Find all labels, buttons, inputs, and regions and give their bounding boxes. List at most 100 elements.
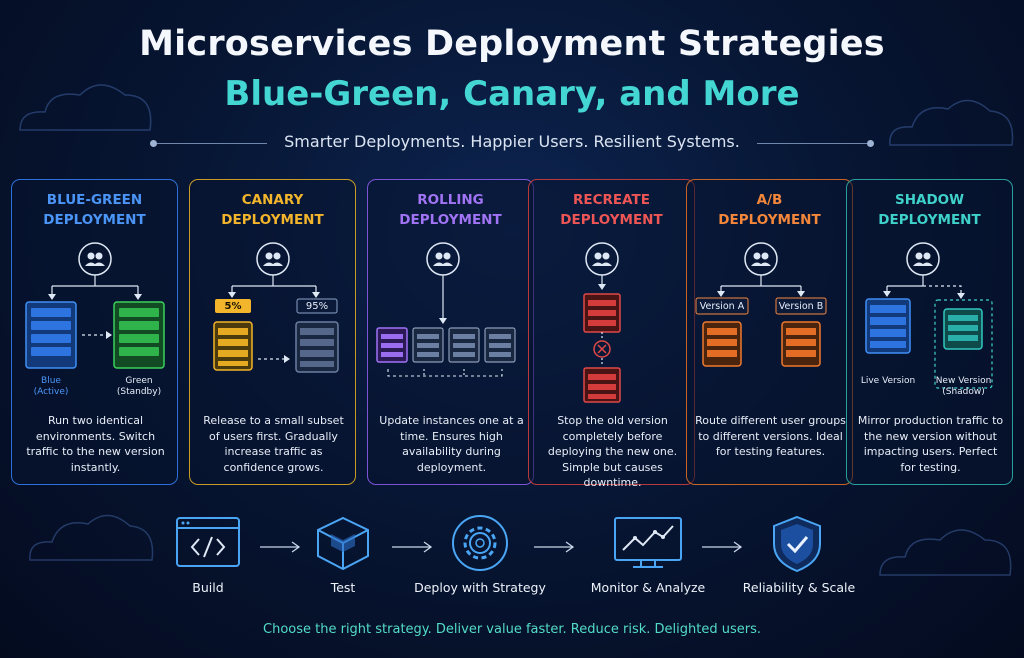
live-version-label: Live Version — [860, 376, 916, 386]
version-a-tag — [695, 297, 749, 315]
server-instance — [412, 327, 444, 363]
card-title-line: CANARY — [241, 192, 304, 208]
card-title: ROLLING DEPLOYMENT — [368, 190, 533, 230]
label-line: (Shadow) — [942, 387, 985, 397]
server-instance — [484, 327, 516, 363]
stable-server-icon — [295, 321, 339, 373]
monitor-chart-icon — [614, 517, 682, 568]
tagline-bar: Smarter Deployments. Happier Users. Resi… — [150, 130, 874, 156]
cloud-decoration — [29, 514, 154, 561]
shadow-diagram — [865, 242, 993, 389]
version-a-label: Version A — [699, 301, 745, 312]
card-description: Update instances one at a time. Ensures … — [379, 414, 524, 474]
card-title: CANARY DEPLOYMENT — [190, 190, 355, 230]
gear-icon — [452, 515, 508, 571]
divider-dot — [150, 140, 157, 147]
flow-step-label: Reliability & Scale — [742, 580, 856, 595]
shield-check-icon — [773, 515, 821, 573]
canary-percent-label: 5% — [224, 301, 242, 312]
old-server-icon — [583, 293, 621, 333]
label-line: (Standby) — [116, 387, 162, 397]
flow-arrow-icon — [260, 541, 301, 553]
divider-line — [757, 143, 867, 144]
card-title-line: ROLLING — [417, 192, 484, 208]
card-rolling: ROLLING DEPLOYMENT Update instances one … — [367, 179, 534, 485]
divider-line — [157, 143, 267, 144]
canary-95-badge — [296, 298, 338, 314]
card-title-line: DEPLOYMENT — [399, 212, 502, 228]
flow-arrow-icon — [702, 541, 743, 553]
users-icon — [585, 242, 619, 276]
ab-diagram — [695, 242, 827, 367]
server-instance-updated — [376, 327, 408, 363]
label-line: Green — [125, 376, 153, 386]
card-title-line: BLUE-GREEN — [46, 192, 143, 208]
tagline: Smarter Deployments. Happier Users. Resi… — [284, 132, 740, 151]
recreate-diagram — [583, 242, 621, 403]
card-title: RECREATE DEPLOYMENT — [529, 190, 694, 230]
green-server-icon — [113, 301, 165, 369]
cloud-decoration — [889, 99, 1014, 146]
code-window-icon — [176, 517, 240, 567]
label-line: Blue — [41, 376, 61, 386]
card-title-line: DEPLOYMENT — [560, 212, 663, 228]
flow-step-label: Monitor & Analyze — [590, 580, 706, 595]
card-description: Release to a small subset of users first… — [203, 414, 344, 474]
version-a-server-icon — [702, 321, 742, 367]
users-icon — [78, 242, 112, 276]
cube-icon — [317, 516, 369, 571]
new-server-icon — [583, 367, 621, 403]
footer-tagline: Choose the right strategy. Deliver value… — [263, 622, 761, 637]
users-icon — [744, 242, 778, 276]
card-canary: CANARY DEPLOYMENT 5% 95% Release to a sm… — [189, 179, 356, 485]
blue-label: Blue (Active) — [26, 376, 76, 398]
stable-percent-label: 95% — [305, 301, 329, 312]
canary-5-badge — [215, 299, 251, 313]
blue-green-diagram — [25, 242, 165, 369]
card-description: Route different user groups to different… — [695, 414, 846, 458]
cloud-decoration — [19, 84, 152, 131]
card-shadow: SHADOW DEPLOYMENT Live Version New Versi… — [846, 179, 1013, 485]
shadow-dashed-frame — [934, 299, 993, 389]
card-description: Stop the old version completely before d… — [547, 414, 678, 489]
flow-step-label: Deploy with Strategy — [414, 580, 546, 595]
card-description: Run two identical environments. Switch t… — [26, 414, 165, 474]
shadow-version-label: New Version (Shadow) — [935, 376, 992, 398]
card-title-line: DEPLOYMENT — [718, 212, 821, 228]
rolling-diagram — [376, 242, 516, 377]
divider-dot — [867, 140, 874, 147]
card-recreate: RECREATE DEPLOYMENT Stop the old version… — [528, 179, 695, 489]
page-title: Microservices Deployment Strategies — [139, 24, 885, 64]
card-title-line: A/B — [756, 192, 783, 208]
server-instance — [448, 327, 480, 363]
users-icon — [906, 242, 940, 276]
canary-diagram — [213, 242, 339, 373]
users-icon — [256, 242, 290, 276]
card-title-line: DEPLOYMENT — [43, 212, 146, 228]
flow-step-label: Build — [192, 580, 224, 595]
card-title: SHADOW DEPLOYMENT — [847, 190, 1012, 230]
card-title: A/B DEPLOYMENT — [687, 190, 852, 230]
stop-icon — [593, 340, 611, 358]
cloud-decoration — [879, 529, 1012, 576]
card-description: Mirror production traffic to the new ver… — [857, 414, 1004, 474]
card-title-line: DEPLOYMENT — [221, 212, 324, 228]
page-subtitle: Blue-Green, Canary, and More — [224, 74, 800, 114]
shadow-server-icon — [943, 308, 983, 350]
card-title-line: SHADOW — [894, 192, 965, 208]
flow-arrow-icon — [392, 541, 433, 553]
version-b-tag — [775, 297, 827, 315]
card-title-line: RECREATE — [573, 192, 650, 208]
green-label: Green (Standby) — [111, 376, 167, 398]
flow-arrow-icon — [534, 541, 575, 553]
canary-server-icon — [213, 321, 253, 371]
flow-step-label: Test — [330, 580, 356, 595]
label-line: (Active) — [33, 387, 69, 397]
version-b-label: Version B — [778, 301, 824, 312]
card-ab: A/B DEPLOYMENT Version A Version B Route… — [686, 179, 853, 485]
card-blue-green: BLUE-GREEN DEPLOYMENT Blue (Active) Gree… — [11, 179, 178, 485]
card-title: BLUE-GREEN DEPLOYMENT — [12, 190, 177, 230]
blue-server-icon — [25, 301, 77, 369]
users-icon — [426, 242, 460, 276]
card-title-line: DEPLOYMENT — [878, 212, 981, 228]
